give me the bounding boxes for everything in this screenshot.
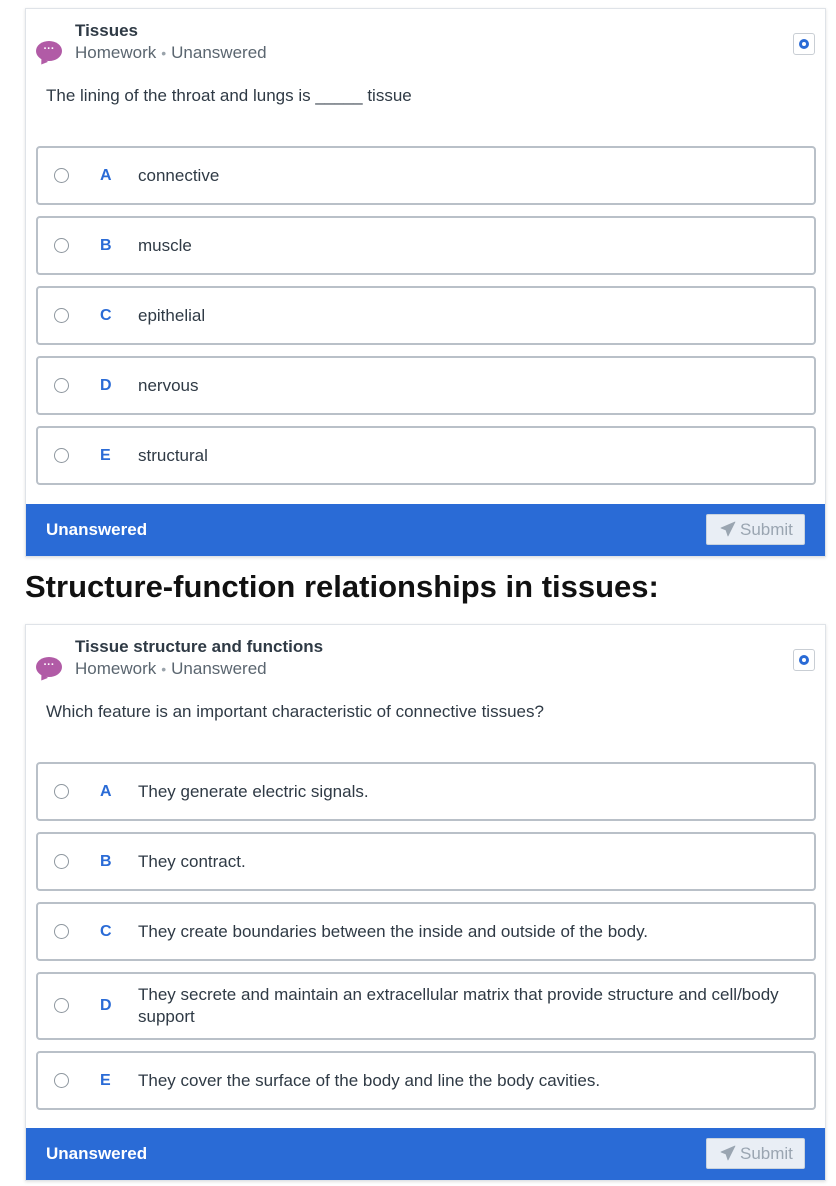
- answer-status: Unanswered: [171, 43, 267, 62]
- submit-button[interactable]: Submit: [706, 514, 805, 545]
- option-text: muscle: [138, 235, 192, 255]
- chat-bubble-icon: ···: [36, 657, 62, 677]
- footer-status: Unanswered: [46, 520, 148, 539]
- question-header: ··· Tissues Homework•Unanswered: [36, 21, 825, 67]
- footer-status: Unanswered: [46, 1144, 148, 1163]
- option-text: nervous: [138, 375, 199, 395]
- separator-dot: •: [161, 45, 167, 61]
- answer-status: Unanswered: [171, 659, 267, 678]
- assignment-type: Homework: [75, 43, 157, 62]
- answer-option-d[interactable]: D They secrete and maintain an extracell…: [36, 972, 816, 1040]
- option-text: connective: [138, 165, 220, 185]
- question-prompt: The lining of the throat and lungs is __…: [46, 86, 412, 105]
- option-text: epithelial: [138, 305, 206, 325]
- option-letter: E: [100, 1071, 111, 1089]
- option-letter: A: [100, 782, 112, 800]
- bookmark-button[interactable]: [793, 33, 815, 55]
- answer-option-b[interactable]: B muscle: [36, 216, 816, 275]
- radio-button[interactable]: [54, 447, 69, 463]
- answer-option-e[interactable]: E They cover the surface of the body and…: [36, 1051, 816, 1110]
- option-text: structural: [138, 445, 208, 465]
- answer-option-c[interactable]: C They create boundaries between the ins…: [36, 902, 816, 961]
- answer-options: A connective B muscle C epithelial D ner…: [36, 146, 816, 496]
- radio-button[interactable]: [54, 377, 69, 393]
- question-title: Tissues: [75, 21, 139, 40]
- answer-option-a[interactable]: A They generate electric signals.: [36, 762, 816, 821]
- option-letter: C: [100, 306, 112, 324]
- option-letter: C: [100, 922, 112, 940]
- option-text: They generate electric signals.: [138, 781, 369, 801]
- separator-dot: •: [161, 661, 167, 677]
- question-meta: Homework•Unanswered: [75, 659, 267, 679]
- paper-plane-icon: [720, 1145, 736, 1161]
- option-letter: D: [100, 997, 112, 1014]
- question-prompt: Which feature is an important characteri…: [46, 702, 544, 721]
- paper-plane-icon: [720, 521, 736, 537]
- option-text: They cover the surface of the body and l…: [138, 1070, 601, 1090]
- radio-button[interactable]: [54, 167, 69, 183]
- radio-button[interactable]: [54, 783, 69, 799]
- question-card: ··· Tissue structure and functions Homew…: [25, 624, 826, 1181]
- question-footer: Unanswered Submit: [26, 1128, 825, 1180]
- question-header: ··· Tissue structure and functions Homew…: [36, 637, 825, 683]
- option-letter: B: [100, 852, 112, 870]
- radio-button[interactable]: [54, 237, 69, 253]
- option-text: They create boundaries between the insid…: [138, 921, 649, 941]
- answer-option-c[interactable]: C epithelial: [36, 286, 816, 345]
- option-text: They contract.: [138, 851, 246, 871]
- option-letter: B: [100, 236, 112, 254]
- chat-bubble-icon: ···: [36, 41, 62, 61]
- radio-button[interactable]: [54, 923, 69, 939]
- question-footer: Unanswered Submit: [26, 504, 825, 556]
- answer-option-b[interactable]: B They contract.: [36, 832, 816, 891]
- radio-button[interactable]: [54, 853, 69, 869]
- submit-label: Submit: [740, 520, 793, 539]
- answer-option-d[interactable]: D nervous: [36, 356, 816, 415]
- answer-option-e[interactable]: E structural: [36, 426, 816, 485]
- option-letter: D: [100, 376, 112, 394]
- option-text: They secrete and maintain an extracellul…: [138, 985, 779, 1026]
- radio-button[interactable]: [54, 307, 69, 323]
- bookmark-icon: [799, 39, 809, 49]
- question-card: ··· Tissues Homework•Unanswered The lini…: [25, 8, 826, 557]
- submit-button[interactable]: Submit: [706, 1138, 805, 1169]
- radio-button[interactable]: [54, 998, 69, 1013]
- option-letter: A: [100, 166, 112, 184]
- submit-label: Submit: [740, 1144, 793, 1163]
- bookmark-icon: [799, 655, 809, 665]
- section-heading: Structure-function relationships in tiss…: [25, 569, 659, 604]
- radio-button[interactable]: [54, 1072, 69, 1088]
- question-meta: Homework•Unanswered: [75, 43, 267, 63]
- assignment-type: Homework: [75, 659, 157, 678]
- bookmark-button[interactable]: [793, 649, 815, 671]
- question-title: Tissue structure and functions: [75, 637, 324, 656]
- answer-options: A They generate electric signals. B They…: [36, 762, 816, 1121]
- option-letter: E: [100, 446, 111, 464]
- answer-option-a[interactable]: A connective: [36, 146, 816, 205]
